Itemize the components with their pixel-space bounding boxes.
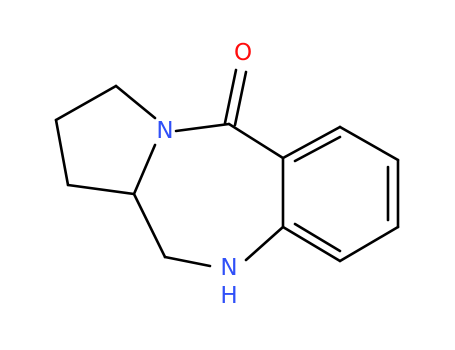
bond-benzene-inner-top — [293, 135, 342, 163]
bond-n-ch2-top — [114, 84, 157, 120]
bond-benzene-bottom-right — [338, 225, 400, 263]
bond-benzene-top — [281, 125, 342, 160]
bond-amide — [174, 122, 231, 133]
bond-pyrrolidine-top — [54, 84, 118, 122]
bond-nh-aryl — [244, 225, 285, 262]
amine-hydrogen-label: H — [220, 283, 237, 309]
bond-pyrrolidine-left — [54, 118, 70, 187]
amine-nitrogen-label: N — [220, 255, 237, 281]
bond-ch-n — [132, 143, 157, 196]
oxygen-label: O — [234, 40, 252, 66]
bond-carbonyl-aryl — [227, 122, 285, 160]
bond-benzene-top-right — [338, 125, 400, 162]
ring-nitrogen-label: N — [156, 118, 173, 144]
bond-carbonyl-double-1 — [223, 68, 238, 125]
bond-ch-ch2 — [132, 192, 167, 259]
bond-carbonyl-double-2 — [233, 70, 248, 127]
bond-ch2-nh — [163, 255, 212, 268]
bond-pyrrolidine-bottom — [66, 183, 136, 196]
bond-benzene-inner-bottom — [293, 222, 342, 253]
bond-benzene-bottom-left — [281, 225, 342, 263]
